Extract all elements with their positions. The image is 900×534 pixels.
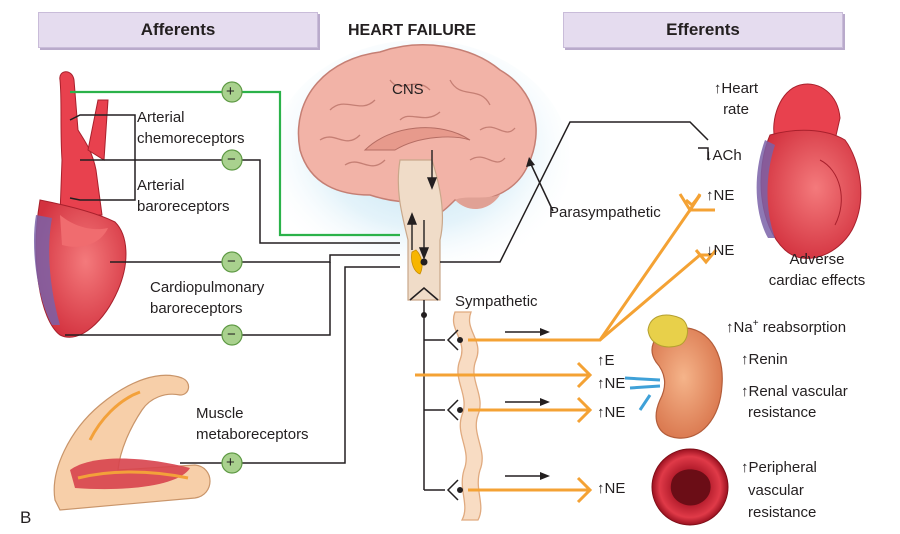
sign-circles (221, 81, 243, 474)
nerve-pathways (65, 114, 709, 501)
blood-vessel-cross-section (651, 448, 729, 526)
heart-right-illustration (756, 83, 862, 259)
peripheral-label-1: ↑Peripheral (741, 459, 817, 476)
heart-rate-label-1: ↑Heart (713, 80, 759, 97)
peripheral-label-3: resistance (748, 504, 817, 521)
baro-label-1: Arterial (137, 177, 185, 194)
na-prefix: ↑Na (726, 319, 753, 336)
ne-down-heart-label: ↓NE (706, 242, 735, 259)
peripheral-label-2: vascular (748, 482, 804, 499)
ne-up-heart-label: ↑NE (706, 187, 735, 204)
adverse-label-2: cardiac effects (768, 272, 866, 289)
ne-kidney-label: ↑NE (597, 375, 626, 392)
na-superscript: + (752, 318, 759, 329)
adverse-label-1: Adverse (789, 251, 845, 268)
renal-vascular-label-2: resistance (748, 404, 817, 421)
renin-label: ↑Renin (741, 351, 788, 368)
cardio-label-1: Cardiopulmonary (150, 279, 265, 296)
brainstem (397, 159, 444, 301)
muscle-label-1: Muscle (196, 405, 244, 422)
parasympathetic-label: Parasympathetic (549, 204, 661, 221)
cardio-label-2: baroreceptors (150, 300, 243, 317)
heart-left-illustration (33, 71, 127, 338)
kidney-illustration (624, 314, 723, 439)
brainstem-arrows (406, 150, 438, 260)
chemo-label-2: chemoreceptors (137, 130, 245, 147)
muscle-label-2: metaboreceptors (196, 426, 309, 443)
sympathetic-label: Sympathetic (455, 293, 538, 310)
ne-vessel-label: ↑NE (597, 480, 626, 497)
brain-illustration (297, 44, 537, 216)
ne-kidney-label-2: ↑NE (597, 404, 626, 421)
afferents-header: Afferents (38, 12, 318, 48)
sign-minus-baro: − (227, 151, 236, 168)
sign-plus-chemo: + (226, 83, 235, 100)
efferents-header: Efferents (563, 12, 843, 48)
sign-minus-cardio-1: − (227, 253, 236, 270)
sign-minus-cardio-2: − (227, 326, 236, 343)
chemoreceptor-pathway (70, 90, 400, 237)
ach-terminal (698, 147, 709, 160)
ach-label: ↓ACh (705, 147, 742, 164)
panel-letter: B (20, 508, 32, 527)
sign-plus-muscle: + (226, 454, 235, 471)
chemo-label-1: Arterial (137, 109, 185, 126)
renal-vascular-label-1: ↑Renal vascular (741, 383, 848, 400)
nts-nucleus (411, 249, 423, 275)
heart-rate-label-2: rate (723, 101, 749, 118)
e-up-label: ↑E (597, 352, 615, 369)
cns-label: CNS (392, 81, 424, 98)
arm-illustration (53, 374, 211, 511)
direction-arrowheads (421, 157, 550, 493)
na-suffix: reabsorption (758, 319, 847, 336)
na-reabsorption-label: ↑Na+ reabsorption (726, 317, 846, 338)
diagram-title: HEART FAILURE (348, 22, 476, 39)
baro-label-2: baroreceptors (137, 198, 230, 215)
